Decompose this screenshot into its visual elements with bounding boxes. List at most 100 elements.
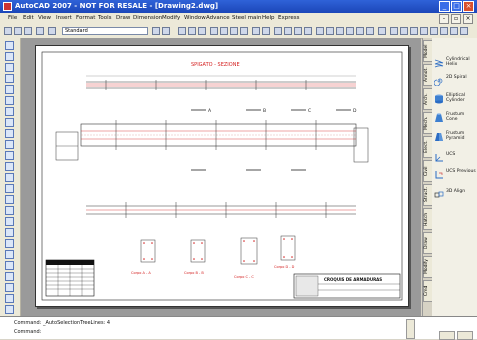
menu-file[interactable]: File xyxy=(8,15,18,21)
layer-manager-icon[interactable] xyxy=(450,27,458,35)
new-icon[interactable] xyxy=(4,27,12,35)
cut-icon[interactable] xyxy=(210,27,218,35)
copy-icon[interactable] xyxy=(220,27,228,35)
menu-draw[interactable]: Draw xyxy=(116,15,131,21)
command-scrollbar[interactable] xyxy=(406,319,415,339)
ellipse-icon[interactable] xyxy=(5,140,14,149)
offset-icon[interactable] xyxy=(5,283,14,292)
zoom-extents-icon[interactable] xyxy=(410,27,418,35)
design-center-icon[interactable] xyxy=(326,27,334,35)
tool-palettes-icon[interactable] xyxy=(336,27,344,35)
erase-icon[interactable] xyxy=(5,250,14,259)
doc-close-button[interactable]: × xyxy=(463,14,473,24)
palette-item-frustum-pyramid[interactable]: Frustum Pyramid xyxy=(434,130,477,146)
doc-restore-button[interactable]: ▫ xyxy=(451,14,461,24)
preview-icon[interactable] xyxy=(188,27,196,35)
menu-window[interactable]: Window xyxy=(184,15,206,21)
text-style-icon[interactable] xyxy=(36,27,44,35)
paste-icon[interactable] xyxy=(230,27,238,35)
construction-line-icon[interactable] xyxy=(5,52,14,61)
redo-icon[interactable] xyxy=(262,27,270,35)
snap-icon[interactable] xyxy=(430,27,438,35)
help-icon[interactable] xyxy=(378,27,386,35)
hatch-icon[interactable] xyxy=(5,195,14,204)
publish-icon[interactable] xyxy=(198,27,206,35)
drawing-title: SPIGATO - SEZIONE xyxy=(191,62,240,68)
zoom-in-icon[interactable] xyxy=(390,27,398,35)
table-icon[interactable] xyxy=(5,228,14,237)
multiline-text-icon[interactable] xyxy=(5,239,14,248)
insert-block-icon[interactable] xyxy=(5,162,14,171)
menu-express[interactable]: Express xyxy=(278,15,300,21)
array-icon[interactable] xyxy=(5,294,14,303)
menu-dimension[interactable]: Dimension xyxy=(133,15,163,21)
open-icon[interactable] xyxy=(14,27,22,35)
polyline-icon[interactable] xyxy=(5,63,14,72)
save-icon[interactable] xyxy=(24,27,32,35)
circle-icon[interactable] xyxy=(5,107,14,116)
menu-format[interactable]: Format xyxy=(76,15,96,21)
text-style-select[interactable]: Standard xyxy=(62,27,148,35)
menu-insert[interactable]: Insert xyxy=(56,15,72,21)
tool-palette-tabs: Model Annot. Arch. Mech. Elect. Civil St… xyxy=(422,38,433,316)
menu-view[interactable]: View xyxy=(38,15,52,21)
rectangle-icon[interactable] xyxy=(5,85,14,94)
ortho-icon[interactable] xyxy=(440,27,448,35)
zoom-realtime-icon[interactable] xyxy=(284,27,292,35)
maximize-button[interactable]: □ xyxy=(451,1,462,12)
palette-item-frustum-cone[interactable]: Frustum Cone xyxy=(434,111,477,127)
technical-drawing: SPIGATO - SEZIONE A B C xyxy=(41,51,403,301)
layout-next-button[interactable] xyxy=(457,331,473,340)
pan-icon[interactable] xyxy=(274,27,282,35)
palette-item-2d-spiral[interactable]: 2D Spiral xyxy=(434,74,477,90)
revision-cloud-icon[interactable] xyxy=(5,118,14,127)
block-icon[interactable] xyxy=(460,27,468,35)
palette-item-ucs-previous[interactable]: UCS Previous xyxy=(434,168,477,184)
table-style-icon[interactable] xyxy=(162,27,170,35)
make-block-icon[interactable] xyxy=(5,173,14,182)
menu-modify[interactable]: Modify xyxy=(162,15,181,21)
mirror-icon[interactable] xyxy=(5,272,14,281)
palette-item-ucs[interactable]: UCS xyxy=(434,151,477,167)
menu-help[interactable]: Help xyxy=(262,15,275,21)
copy-object-icon[interactable] xyxy=(5,261,14,270)
layer-icon[interactable] xyxy=(48,27,56,35)
dim-style-icon[interactable] xyxy=(152,27,160,35)
menu-edit[interactable]: Edit xyxy=(23,15,34,21)
arc-icon[interactable] xyxy=(5,96,14,105)
print-icon[interactable] xyxy=(178,27,186,35)
zoom-out-icon[interactable] xyxy=(400,27,408,35)
match-properties-icon[interactable] xyxy=(240,27,248,35)
zoom-window-icon[interactable] xyxy=(294,27,302,35)
menu-steel-main[interactable]: Steel main xyxy=(232,15,262,21)
drawing-canvas[interactable]: SPIGATO - SEZIONE A B C xyxy=(21,38,421,316)
layout-prev-button[interactable] xyxy=(439,331,455,340)
quickcalc-icon[interactable] xyxy=(366,27,374,35)
app-icon[interactable] xyxy=(3,2,12,11)
undo-icon[interactable] xyxy=(252,27,260,35)
line-icon[interactable] xyxy=(5,41,14,50)
gradient-icon[interactable] xyxy=(5,206,14,215)
point-icon[interactable] xyxy=(5,184,14,193)
palette-item-3d-align[interactable]: 3D Align xyxy=(434,188,477,204)
polygon-icon[interactable] xyxy=(5,74,14,83)
menu-advance[interactable]: Advance xyxy=(206,15,230,21)
ellipse-arc-icon[interactable] xyxy=(5,151,14,160)
menu-tools[interactable]: Tools xyxy=(98,15,112,21)
properties-icon[interactable] xyxy=(316,27,324,35)
palette-item-elliptical-cylinder[interactable]: Elliptical Cylinder xyxy=(434,92,477,108)
move-icon[interactable] xyxy=(5,305,14,314)
sheet-set-icon[interactable] xyxy=(346,27,354,35)
close-button[interactable]: × xyxy=(463,1,474,12)
grid-icon[interactable] xyxy=(420,27,428,35)
command-window[interactable]: Command: _AutoSelectionTreeLines: 4 Comm… xyxy=(0,316,477,340)
minimize-button[interactable]: _ xyxy=(439,1,450,12)
palette-item-cylindrical-helix[interactable]: Cylindrical Helix xyxy=(434,56,477,72)
command-prompt[interactable]: Command: xyxy=(14,329,42,335)
spline-icon[interactable] xyxy=(5,129,14,138)
markup-icon[interactable] xyxy=(356,27,364,35)
zoom-previous-icon[interactable] xyxy=(304,27,312,35)
section-label-d: D xyxy=(353,108,357,114)
region-icon[interactable] xyxy=(5,217,14,226)
doc-minimize-button[interactable]: - xyxy=(439,14,449,24)
